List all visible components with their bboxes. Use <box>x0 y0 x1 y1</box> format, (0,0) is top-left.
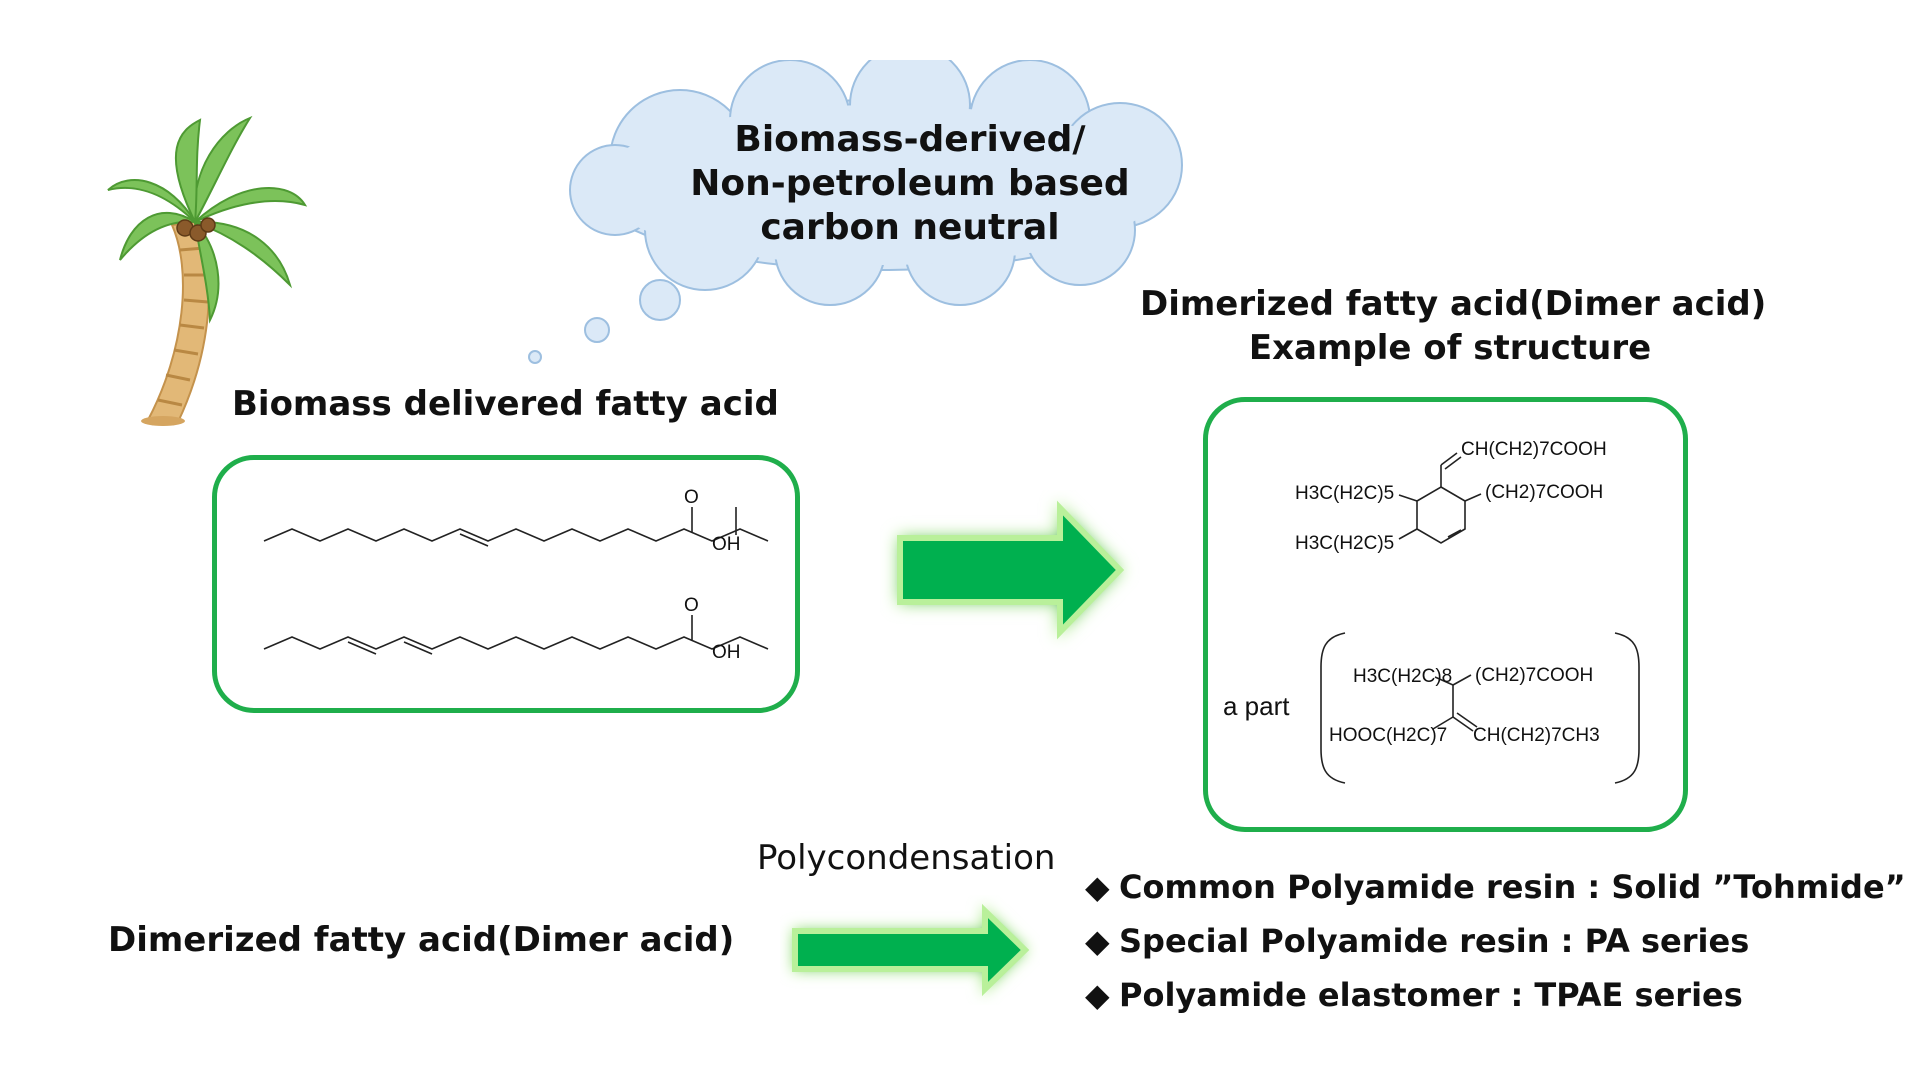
fatty-acid-box <box>212 455 800 713</box>
diamond-bullet-icon: ◆ <box>1085 922 1110 960</box>
fatty-acid-chain-2 <box>263 636 769 650</box>
diamond-bullet-icon: ◆ <box>1085 868 1110 906</box>
cloud-line-2: Non-petroleum based <box>690 163 1130 204</box>
polycondensation-arrow-icon <box>792 903 1030 997</box>
right-bracket <box>1614 632 1640 784</box>
label-bracket-bottom-left: HOOC(H2C)7 <box>1329 725 1447 746</box>
thought-cloud-icon <box>528 60 1183 364</box>
fatty-acid-structures: O OH O OH <box>263 487 769 663</box>
right-arrow-icon <box>897 500 1125 640</box>
label-bracket-bottom-right: CH(CH2)7CH3 <box>1473 725 1600 746</box>
fatty-acid-chain-1 <box>263 528 769 542</box>
product-item-1-text: Common Polyamide resin : Solid ”Tohmide” <box>1119 868 1906 906</box>
dimer-acid-title-line-2: Example of structure <box>1248 328 1652 368</box>
mol2-hydroxyl: OH <box>712 642 741 663</box>
cloud-text: Biomass-derived/ Non-petroleum based car… <box>620 118 1200 250</box>
label-right-upper: (CH2)7COOH <box>1485 482 1603 503</box>
product-item-2: ◆Special Polyamide resin : PA series <box>1085 922 1906 960</box>
diamond-bullet-icon: ◆ <box>1085 976 1110 1014</box>
a-part-label: a part <box>1223 691 1290 721</box>
left-bracket <box>1320 632 1346 784</box>
cloud-line-1: Biomass-derived/ <box>734 119 1086 160</box>
label-vinyl-chain: CH(CH2)7COOH <box>1461 439 1607 460</box>
dimer-acid-title: Dimerized fatty acid(Dimer acid) Example… <box>1140 282 1767 370</box>
fatty-acid-title: Biomass delivered fatty acid <box>232 384 779 424</box>
mol1-hydroxyl: OH <box>712 534 741 555</box>
mol1-oxygen: O <box>684 487 699 508</box>
product-item-3: ◆Polyamide elastomer : TPAE series <box>1085 976 1906 1014</box>
label-bracket-top-right: (CH2)7COOH <box>1475 665 1593 686</box>
label-left-lower: H3C(H2C)5 <box>1295 533 1394 554</box>
product-item-2-text: Special Polyamide resin : PA series <box>1119 922 1750 960</box>
mol2-oxygen: O <box>684 595 699 616</box>
palm-tree-icon <box>107 115 308 426</box>
polycondensation-label: Polycondensation <box>757 838 1056 878</box>
dimer-structures: CH(CH2)7COOH H3C(H2C)5 (CH2)7COOH H3C(H2… <box>1223 439 1640 784</box>
cyclohexene-ring <box>1416 486 1466 544</box>
product-list: ◆Common Polyamide resin : Solid ”Tohmide… <box>1085 868 1906 1014</box>
product-item-1: ◆Common Polyamide resin : Solid ”Tohmide… <box>1085 868 1906 906</box>
label-bracket-top-left: H3C(H2C)8 <box>1353 666 1452 687</box>
dimer-acid-label: Dimerized fatty acid(Dimer acid) <box>108 920 735 960</box>
label-left-upper: H3C(H2C)5 <box>1295 483 1394 504</box>
cloud-line-3: carbon neutral <box>760 207 1060 248</box>
dimer-acid-title-line-1: Dimerized fatty acid(Dimer acid) <box>1140 284 1767 324</box>
product-item-3-text: Polyamide elastomer : TPAE series <box>1119 976 1743 1014</box>
